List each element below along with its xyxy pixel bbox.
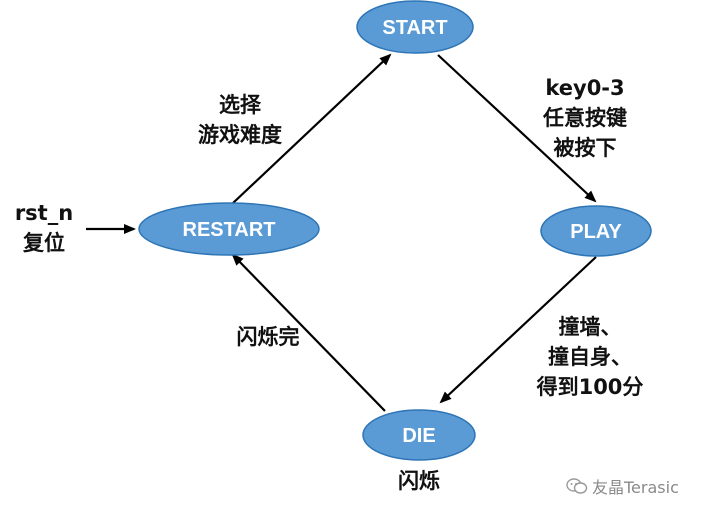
label-reset: rst_n 复位: [8, 198, 80, 258]
wechat-icon: [566, 478, 588, 494]
reset-label: 复位: [23, 231, 65, 255]
arrow-play-to-die: [439, 256, 597, 404]
label-die-to-restart-text: 闪烁完: [236, 325, 300, 349]
arrow-die-to-restart: [231, 253, 386, 412]
label-start-to-play-line2: 任意按键: [543, 106, 627, 130]
label-play-to-die-line2: 撞自身、: [548, 345, 632, 369]
watermark-text: 友晶Terasic: [592, 478, 679, 497]
state-start-label: START: [382, 17, 447, 39]
label-start-to-play-line1: key0-3: [545, 76, 625, 100]
state-play-label: PLAY: [570, 221, 622, 243]
label-restart-to-start-line1: 选择: [219, 93, 261, 117]
label-die-note: 闪烁: [379, 466, 459, 496]
label-start-to-play-line3: 被按下: [553, 136, 617, 160]
arrow-start-to-play: [437, 54, 597, 203]
state-die-label: DIE: [402, 425, 435, 447]
state-restart-label: RESTART: [183, 219, 276, 241]
reset-signal: rst_n: [14, 201, 74, 225]
arrow-restart-to-start: [232, 53, 392, 204]
label-start-to-play: key0-3 任意按键 被按下: [523, 73, 647, 163]
state-start: START: [356, 0, 474, 54]
state-die: DIE: [362, 409, 476, 461]
label-play-to-die: 撞墙、 撞自身、 得到100分: [520, 312, 660, 402]
label-play-to-die-line1: 撞墙、: [558, 315, 622, 339]
watermark: 友晶Terasic: [566, 474, 679, 498]
state-restart: RESTART: [138, 202, 320, 256]
label-play-to-die-line3: 得到100分: [536, 375, 644, 399]
die-note-text: 闪烁: [398, 469, 440, 493]
label-restart-to-start-line2: 游戏难度: [198, 123, 282, 147]
state-play: PLAY: [540, 205, 652, 257]
label-die-to-restart: 闪烁完: [218, 322, 318, 352]
label-restart-to-start: 选择 游戏难度: [178, 90, 302, 150]
